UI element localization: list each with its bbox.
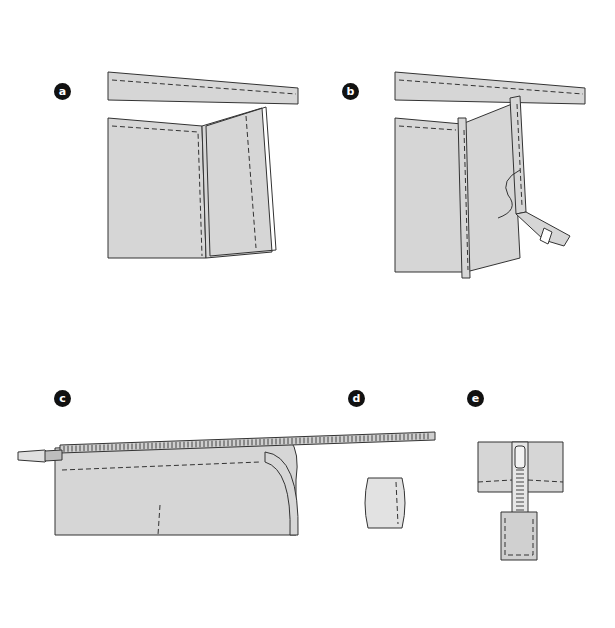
stitch-line (464, 130, 468, 270)
bag-body (55, 440, 297, 535)
callout-letter: d (348, 390, 365, 407)
stitch-line (528, 480, 563, 482)
stitch-line (505, 518, 533, 555)
stitch-line (399, 80, 583, 94)
stitch-line (158, 505, 160, 535)
callout-letter: a (54, 83, 71, 100)
zipper-slider (515, 446, 525, 468)
callout-letter: c (54, 390, 71, 407)
binding-tail (516, 212, 570, 246)
bag-end (265, 452, 298, 535)
stitch-line (396, 482, 398, 524)
top-fabric (395, 72, 585, 104)
binding-end (540, 228, 552, 244)
zipper-slider (45, 450, 62, 461)
stitch-line (246, 116, 256, 248)
zipper-tape (60, 432, 435, 453)
callout-letter: e (467, 390, 484, 407)
side-gusset (202, 108, 272, 258)
stitch-line (478, 480, 512, 482)
stitch-line (62, 462, 260, 470)
binding-strip (510, 96, 526, 214)
stitch-line (517, 104, 522, 206)
callout-letter: b (342, 83, 359, 100)
stitch-line (399, 126, 456, 130)
front-fabric (108, 118, 206, 258)
zipper-tape (512, 442, 528, 520)
front-fabric (395, 118, 466, 272)
top-fabric (108, 72, 298, 104)
zipper-end-tab (501, 512, 537, 560)
zipper-tab (365, 478, 405, 528)
thread (498, 170, 520, 218)
zipper-teeth (516, 470, 524, 510)
zipper-teeth (64, 433, 428, 452)
stitch-line (112, 126, 202, 256)
stitch-line (112, 80, 296, 94)
seam-allowance (206, 107, 276, 256)
bound-seam (458, 118, 470, 278)
